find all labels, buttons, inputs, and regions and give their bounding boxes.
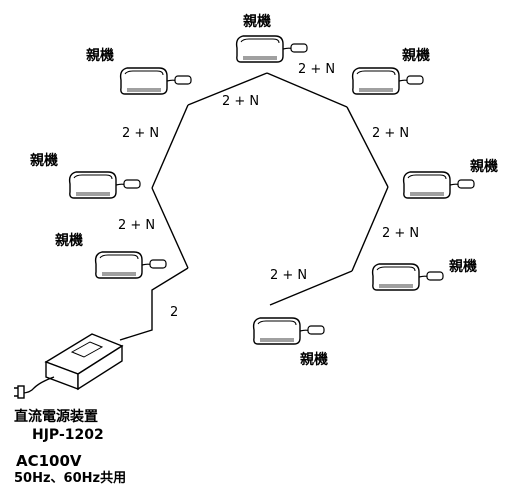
power-supply-icon [14, 333, 124, 399]
wire-upper-left [151, 104, 189, 189]
wire-lower-left [151, 187, 189, 269]
unit-label-lower-left: 親機 [55, 233, 83, 249]
psu-frequency: 50Hz、60Hz共用 [14, 471, 127, 486]
phone-icon-top-right [351, 67, 424, 95]
wire-top-right [266, 72, 348, 108]
unit-label-mid-left: 親機 [30, 153, 58, 169]
conn-label-lower-right: 2 + N [382, 226, 420, 241]
wire-to-psu [119, 267, 189, 341]
conn-label-upper-left: 2 + N [122, 126, 160, 141]
phone-icon-bottom [252, 317, 325, 345]
wire-lower-right [351, 186, 389, 272]
wiring [119, 72, 389, 341]
conn-label-top-left: 2 + N [222, 94, 260, 109]
conn-label-psu: 2 [170, 305, 179, 320]
phone-icon-mid-right [402, 171, 475, 199]
unit-label-top-right: 親機 [402, 48, 430, 64]
wire-upper-right [346, 106, 389, 188]
phone-icon-top-left [119, 67, 192, 95]
unit-label-top: 親機 [243, 14, 271, 30]
conn-label-lower-left: 2 + N [118, 218, 156, 233]
phone-icon-mid-left [68, 171, 141, 199]
phone-icon-top [235, 35, 308, 63]
psu-model: HJP-1202 [32, 427, 104, 443]
unit-label-top-left: 親機 [86, 48, 114, 64]
unit-label-mid-right: 親機 [470, 159, 498, 175]
phone-icon-lower-right [371, 263, 444, 291]
conn-label-top-right: 2 + N [298, 62, 336, 77]
wire-top-left [187, 72, 268, 106]
conn-label-bottom: 2 + N [270, 268, 308, 283]
unit-label-bottom: 親機 [300, 352, 328, 368]
psu-name: 直流電源装置 [14, 409, 98, 425]
unit-label-lower-right: 親機 [449, 259, 477, 275]
psu-input: AC100V [16, 452, 82, 470]
conn-label-upper-right: 2 + N [372, 126, 410, 141]
phone-icon-lower-left [94, 251, 167, 279]
wire-bottom [269, 270, 353, 306]
